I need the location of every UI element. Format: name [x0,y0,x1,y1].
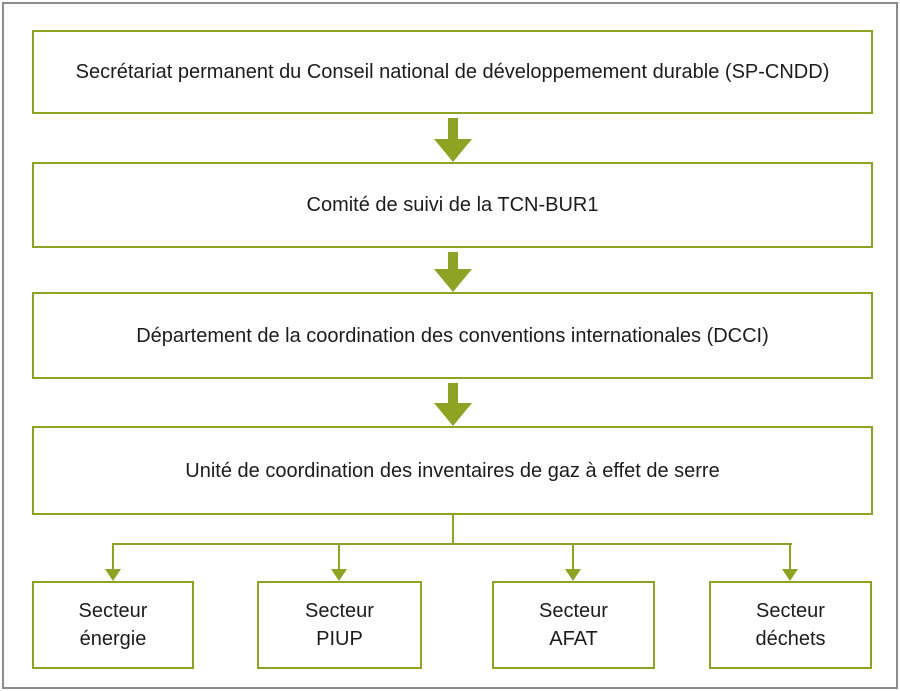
arrowhead-down-icon [565,569,581,581]
sector-label-line2: PIUP [316,628,363,650]
arrow-shaft [448,252,458,269]
arrowhead-down-icon [105,569,121,581]
sector-label-line1: Secteur [539,600,608,622]
arrow-shaft [448,383,458,403]
arrow-head [434,269,472,292]
connector-drop [338,543,340,570]
node-unite-coordination-label: Unité de coordination des inventaires de… [185,459,720,482]
arrowhead-down-icon [331,569,347,581]
connector-drop [789,543,791,570]
connector-rail [112,543,792,545]
node-dcci: Département de la coordination des conve… [32,292,873,379]
connector-drop [572,543,574,570]
node-dcci-label: Département de la coordination des conve… [136,324,769,347]
sector-label-line2: AFAT [549,628,598,650]
node-comite-suivi: Comité de suivi de la TCN-BUR1 [32,162,873,248]
node-secteur-energie: Secteur énergie [32,581,194,669]
sector-label-line1: Secteur [305,600,374,622]
sector-label-line1: Secteur [78,600,148,622]
arrow-head [434,403,472,426]
node-sp-cndd-label: Secrétariat permanent du Conseil nationa… [75,61,830,83]
node-secteur-piup: Secteur PIUP [257,581,422,669]
arrow-down-icon [434,383,472,426]
arrow-down-icon [434,252,472,292]
arrowhead-down-icon [782,569,798,581]
node-secteur-dechets: Secteur déchets [709,581,872,669]
sector-label-line2: déchets [755,628,826,650]
arrow-down-icon [434,118,472,162]
node-sp-cndd: Secrétariat permanent du Conseil nationa… [32,30,873,114]
sector-label-line1: Secteur [756,600,825,622]
arrow-head [434,139,472,162]
sector-label-line2: énergie [79,628,147,650]
connector-drop [112,543,114,570]
node-secteur-afat: Secteur AFAT [492,581,655,669]
arrow-shaft [448,118,458,139]
node-comite-suivi-label: Comité de suivi de la TCN-BUR1 [306,194,599,216]
node-unite-coordination: Unité de coordination des inventaires de… [32,426,873,515]
connector-stem [452,514,454,544]
